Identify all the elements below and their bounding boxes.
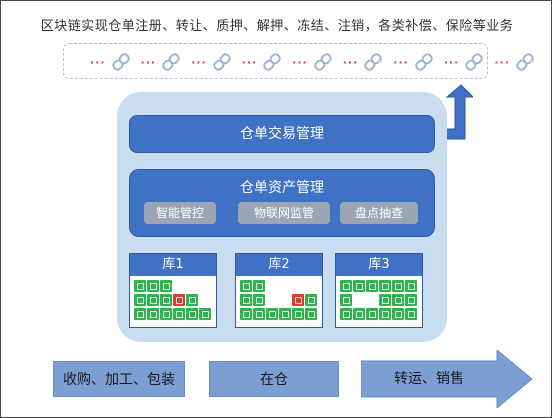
- chain-link: ···: [141, 51, 183, 73]
- warehouse-3-grid: [340, 280, 418, 324]
- storage-slot: [186, 294, 198, 306]
- storage-slot: [405, 294, 417, 306]
- chain-link: ···: [494, 51, 536, 73]
- chain-link-icon: [162, 53, 180, 71]
- storage-slot: [134, 280, 146, 292]
- warehouse-3-label: 库3: [336, 254, 422, 276]
- chain-link: ···: [292, 51, 334, 73]
- storage-slot: [405, 308, 417, 320]
- storage-slot: [147, 294, 159, 306]
- storage-slot: [134, 308, 146, 320]
- asset-management-title: 仓单资产管理: [240, 180, 324, 196]
- storage-slot: [240, 280, 252, 292]
- storage-slot: [353, 280, 365, 292]
- storage-slot: [366, 280, 378, 292]
- warehouse-2-label: 库2: [236, 254, 322, 276]
- storage-slot: [405, 280, 417, 292]
- chain-link: ···: [242, 51, 284, 73]
- blockchain-strip: ··· ··· ··· ··· ··· ··· ··· ··· ···: [63, 43, 534, 79]
- chain-dots: ···: [494, 55, 510, 69]
- storage-slot: [253, 294, 265, 306]
- diagram-title: 区块链实现仓单注册、转让、质押、解押、冻结、注销，各类补偿、保险等业务: [40, 19, 514, 34]
- chain-dots: ···: [241, 55, 258, 69]
- chain-link: ···: [191, 51, 233, 73]
- storage-slot: [240, 308, 252, 320]
- warehouse-3: 库3: [335, 253, 423, 328]
- flow-step-processing: 收购、加工、包装: [53, 361, 185, 397]
- chain-link-icon: [516, 53, 534, 71]
- inventory-check-button: 盘点抽查: [340, 202, 418, 224]
- chain-dots: ···: [443, 55, 460, 69]
- storage-slot: [305, 294, 317, 306]
- chain-link-icon: [465, 53, 484, 71]
- chain-link-icon: [313, 53, 332, 71]
- chain-link: ···: [90, 51, 132, 73]
- storage-slot: [160, 294, 172, 306]
- storage-slot: [340, 280, 352, 292]
- chain-link-icon: [263, 53, 281, 71]
- storage-slot: [340, 308, 352, 320]
- storage-slot: [366, 308, 378, 320]
- warehouse-1-label: 库1: [130, 254, 216, 276]
- warehouse-1-grid: [134, 280, 212, 324]
- storage-slot: [147, 280, 159, 292]
- storage-slot: [253, 308, 265, 320]
- storage-slot: [266, 308, 278, 320]
- chain-dots: ···: [342, 55, 359, 69]
- storage-slot: [379, 308, 391, 320]
- storage-slot: [240, 294, 252, 306]
- storage-slot: [160, 308, 172, 320]
- chain-dots: ···: [292, 55, 308, 69]
- storage-slot: [392, 294, 404, 306]
- storage-slot: [186, 308, 198, 320]
- up-arrow-icon: [430, 84, 473, 140]
- chain-link-icon: [415, 53, 433, 71]
- chain-link: ···: [343, 51, 385, 73]
- storage-slot: [305, 308, 317, 320]
- warehouse-2: 库2: [235, 253, 323, 328]
- chain-link: ···: [393, 51, 435, 73]
- asset-management-bar: 仓单资产管理 智能管控 物联网监管 盘点抽查: [129, 169, 435, 237]
- storage-slot: [353, 308, 365, 320]
- warehouse-2-grid: [240, 280, 318, 324]
- storage-slot: [279, 308, 291, 320]
- storage-slot: [340, 294, 352, 306]
- warehouse-1: 库1: [129, 253, 217, 328]
- chain-link: ···: [444, 51, 486, 73]
- storage-slot: [173, 308, 185, 320]
- chain-link-icon: [364, 53, 383, 71]
- storage-slot: [379, 294, 391, 306]
- storage-slot: [392, 280, 404, 292]
- storage-slot: [292, 308, 304, 320]
- smart-control-button: 智能管控: [144, 202, 216, 224]
- chain-dots: ···: [393, 55, 409, 69]
- storage-slot-alert: [173, 294, 185, 306]
- storage-slot: [392, 308, 404, 320]
- storage-slot: [134, 294, 146, 306]
- right-arrow-icon: [361, 350, 533, 408]
- chain-dots: ···: [90, 55, 106, 69]
- chain-link-icon: [111, 53, 130, 71]
- iot-monitoring-button: 物联网监管: [238, 202, 330, 224]
- chain-link-icon: [212, 53, 231, 71]
- storage-slot-alert: [292, 294, 304, 306]
- storage-slot: [253, 280, 265, 292]
- storage-slot: [199, 308, 211, 320]
- chain-dots: ···: [191, 55, 207, 69]
- trade-management-bar: 仓单交易管理: [129, 115, 435, 153]
- chain-dots: ···: [140, 55, 157, 69]
- flow-step-in-warehouse: 在仓: [209, 361, 339, 397]
- flow-step-transport-sales: 转运、销售: [394, 371, 464, 387]
- storage-slot: [379, 280, 391, 292]
- storage-slot: [160, 280, 172, 292]
- storage-slot: [147, 308, 159, 320]
- chain-link-row: ··· ··· ··· ··· ··· ··· ··· ··· ···: [90, 51, 545, 73]
